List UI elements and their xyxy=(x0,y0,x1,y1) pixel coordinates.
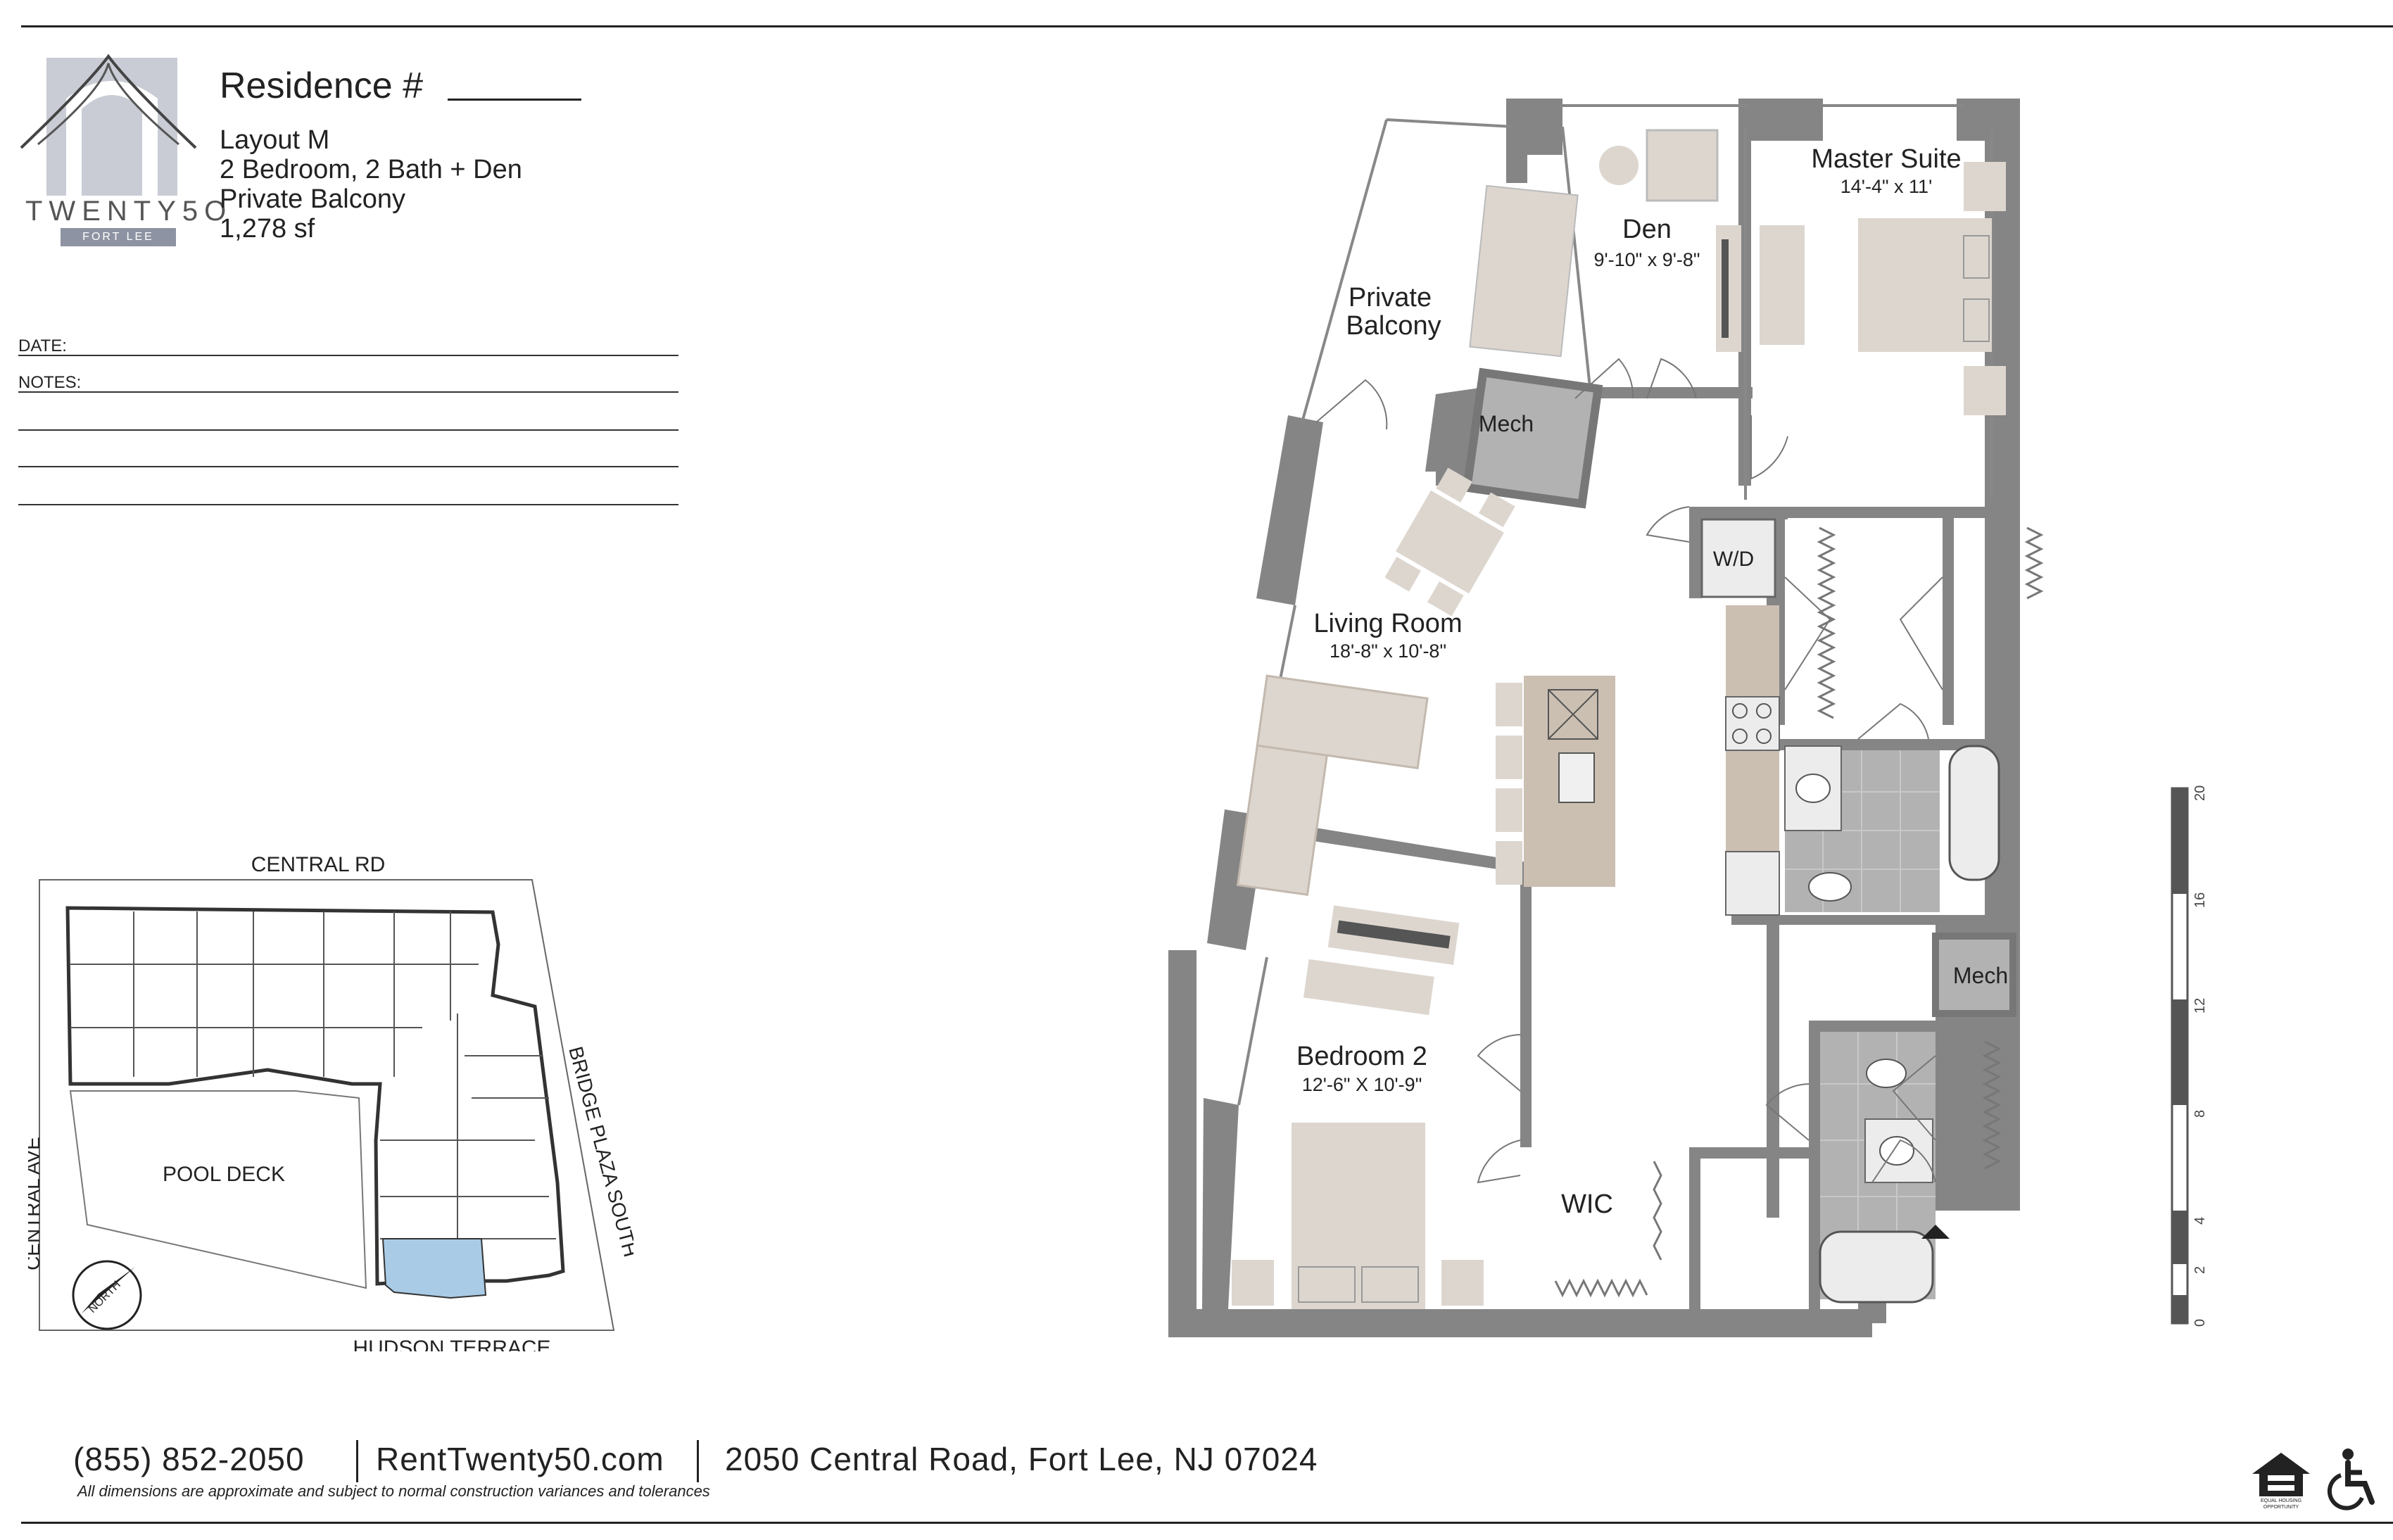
master-nightstand-2 xyxy=(1964,366,2006,415)
highlighted-unit xyxy=(381,1238,487,1299)
compass-label: NORTH xyxy=(87,1279,123,1315)
bottom-rule xyxy=(21,1522,2393,1524)
scale-tick-12: 12 xyxy=(2192,998,2208,1014)
footer-address: 2050 Central Road, Fort Lee, NJ 07024 xyxy=(725,1441,1318,1477)
dining-table xyxy=(1384,467,1515,617)
room-master: Master Suite xyxy=(1811,144,1961,174)
residence-label: Residence # xyxy=(220,65,424,106)
scale-tick-4: 4 xyxy=(2192,1217,2208,1225)
room-living-dims: 18'-8" x 10'-8" xyxy=(1330,640,1446,662)
living-bench xyxy=(1303,959,1434,1016)
footer-disclaimer: All dimensions are approximate and subje… xyxy=(77,1482,710,1500)
room-mech-top: Mech xyxy=(1479,411,1534,436)
room-den: Den xyxy=(1622,215,1672,244)
rooms-label: 2 Bedroom, 2 Bath + Den xyxy=(220,155,522,184)
den-sofa xyxy=(1469,184,1579,358)
feature-label: Private Balcony xyxy=(220,184,406,214)
notes-line-1 xyxy=(18,391,678,393)
room-bedroom2-dims: 12'-6" X 10'-9" xyxy=(1302,1074,1422,1095)
amenity-label: POOL DECK xyxy=(163,1163,285,1186)
mech-room-top xyxy=(1462,367,1603,509)
mech-room-bottom xyxy=(1932,933,2016,1017)
notes-label: NOTES: xyxy=(18,373,82,392)
room-wic: WIC xyxy=(1561,1189,1613,1219)
brand-name: TWENTY5O xyxy=(25,196,233,227)
street-south: HUDSON TERRACE xyxy=(353,1337,550,1351)
entry-marker-icon xyxy=(1921,1225,1950,1239)
footer-website[interactable]: RentTwenty50.com xyxy=(376,1441,664,1477)
residence-number-line xyxy=(448,99,581,101)
master-nightstand-1 xyxy=(1964,162,2006,211)
street-west: CENTRAL AVE xyxy=(28,1137,44,1270)
footer-phone[interactable]: (855) 852-2050 xyxy=(73,1441,305,1477)
room-living: Living Room xyxy=(1313,609,1462,638)
washer-dryer xyxy=(1700,518,1776,598)
room-den-dims: 9'-10" x 9'-8" xyxy=(1593,249,1700,270)
room-master-dims: 14'-4" x 11' xyxy=(1840,176,1932,197)
notes-line-2 xyxy=(18,429,678,431)
layout-label: Layout M xyxy=(220,125,330,155)
compass-icon: NORTH xyxy=(72,1260,142,1330)
site-plan: CENTRAL RD HUDSON TERRACE CENTRAL AVE BR… xyxy=(28,853,633,1351)
room-bedroom2: Bedroom 2 xyxy=(1296,1042,1427,1071)
street-east: BRIDGE PLAZA SOUTH xyxy=(564,1044,633,1260)
scale-tick-16: 16 xyxy=(2192,892,2208,908)
notes-line-3 xyxy=(18,466,678,467)
scale-tick-20: 20 xyxy=(2192,785,2208,801)
equal-housing-text: EQUAL HOUSING OPPORTUNITY xyxy=(2260,1498,2302,1510)
scale-tick-8: 8 xyxy=(2192,1110,2208,1118)
room-wd: W/D xyxy=(1713,548,1754,571)
master-dresser xyxy=(1760,225,1805,345)
scale-bar: 20 16 12 8 4 2 0 xyxy=(2171,785,2208,1327)
scale-tick-2: 2 xyxy=(2192,1266,2208,1274)
date-line xyxy=(18,355,678,356)
logo-mark xyxy=(20,53,197,196)
bedroom2-nightstand-2 xyxy=(1441,1260,1484,1306)
brand-logo: TWENTY5O FORT LEE xyxy=(17,49,226,246)
accessibility-icon xyxy=(2327,1449,2375,1510)
floor-plan: Den 9'-10" x 9'-8" Master Suite 14'-4" x… xyxy=(1168,99,2044,1337)
room-mech-bottom: Mech xyxy=(1953,963,2008,988)
den-chair xyxy=(1646,129,1719,202)
footer-separator-2 xyxy=(697,1440,699,1482)
notes-line-4 xyxy=(18,504,678,505)
room-balcony-2: Balcony xyxy=(1346,311,1441,341)
area-label: 1,278 sf xyxy=(220,214,315,244)
room-balcony: Private xyxy=(1349,283,1432,313)
living-tv-console xyxy=(1327,905,1460,965)
bedroom2-nightstand-1 xyxy=(1232,1260,1274,1306)
equal-housing-icon: EQUAL HOUSING OPPORTUNITY xyxy=(2249,1450,2313,1517)
den-side-table xyxy=(1599,146,1639,185)
living-sectional xyxy=(1236,674,1429,896)
top-rule xyxy=(21,25,2393,27)
footer-separator-1 xyxy=(356,1440,358,1482)
brand-location: FORT LEE xyxy=(61,228,176,246)
street-north: CENTRAL RD xyxy=(251,853,386,876)
scale-tick-0: 0 xyxy=(2192,1319,2208,1327)
date-label: DATE: xyxy=(18,336,67,355)
